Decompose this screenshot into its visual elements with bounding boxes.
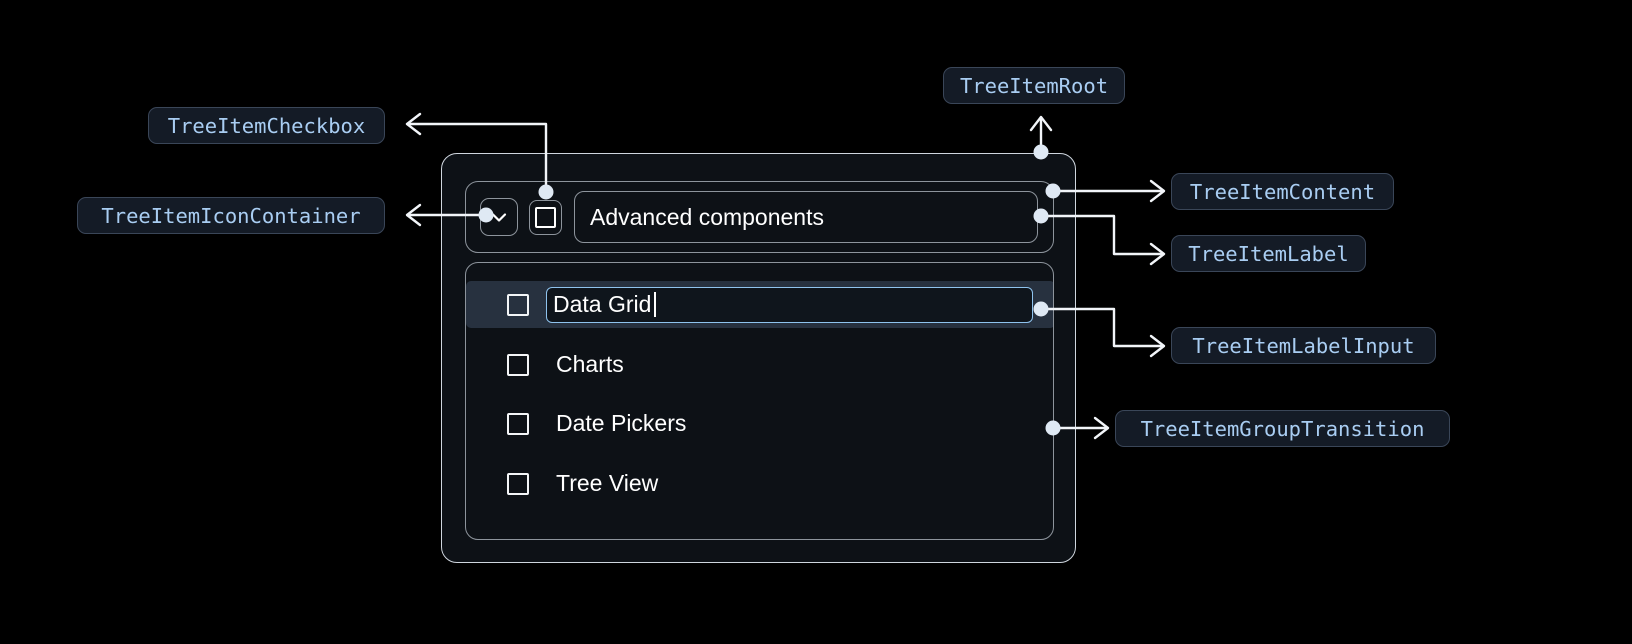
tree-item-label[interactable]: Date Pickers xyxy=(556,410,687,436)
arrowhead-tree-item-group-transition xyxy=(1093,416,1110,440)
annotation-chip-label: TreeItemRoot xyxy=(959,73,1109,98)
arrowhead-tree-item-label xyxy=(1149,242,1166,266)
list-item[interactable]: Date Pickers xyxy=(466,400,1053,447)
tree-item-label[interactable]: Advanced components xyxy=(574,191,1038,243)
tree-item-label-text: Advanced components xyxy=(590,203,824,230)
tree-item-checkbox[interactable] xyxy=(507,412,529,435)
annotation-chip-tree-item-icon-container: TreeItemIconContainer xyxy=(77,197,385,234)
tree-item-checkbox[interactable] xyxy=(507,353,529,376)
tree-item-checkbox[interactable] xyxy=(507,293,529,316)
tree-item-root[interactable]: Advanced components Data Grid Charts Dat… xyxy=(441,153,1076,563)
tree-item-label[interactable]: Tree View xyxy=(556,470,659,496)
annotation-chip-label: TreeItemLabel xyxy=(1188,241,1349,266)
tree-item-content[interactable]: Advanced components xyxy=(465,181,1054,253)
list-item[interactable]: Data Grid xyxy=(466,281,1053,328)
list-item[interactable]: Tree View xyxy=(466,460,1053,507)
arrowhead-tree-item-content xyxy=(1149,179,1166,203)
tree-item-checkbox[interactable] xyxy=(507,472,529,495)
tree-item-label-input[interactable]: Data Grid xyxy=(546,286,1033,323)
annotation-chip-tree-item-content: TreeItemContent xyxy=(1171,173,1394,210)
annotation-chip-tree-item-label: TreeItemLabel xyxy=(1171,235,1366,272)
tree-item-icon-container[interactable] xyxy=(480,198,518,236)
arrowhead-tree-item-icon-container xyxy=(405,203,422,227)
annotation-chip-tree-item-checkbox: TreeItemCheckbox xyxy=(148,107,385,144)
annotation-chip-label: TreeItemIconContainer xyxy=(101,203,361,228)
arrowhead-tree-item-checkbox xyxy=(405,112,422,136)
chevron-down-icon xyxy=(487,205,511,229)
arrowhead-tree-item-root xyxy=(1029,115,1053,132)
annotation-chip-label: TreeItemGroupTransition xyxy=(1140,416,1425,441)
tree-item-checkbox[interactable] xyxy=(529,199,562,235)
annotation-chip-tree-item-group-transition: TreeItemGroupTransition xyxy=(1115,410,1450,447)
annotation-chip-label: TreeItemCheckbox xyxy=(167,113,366,138)
annotation-chip-label: TreeItemContent xyxy=(1189,179,1376,204)
tree-item-group-transition: Data Grid Charts Date Pickers Tree View xyxy=(465,262,1054,540)
checkbox-square-icon xyxy=(535,206,556,228)
annotation-chip-tree-item-root: TreeItemRoot xyxy=(943,67,1125,104)
tree-item-label[interactable]: Charts xyxy=(556,351,624,377)
annotation-chip-tree-item-label-input: TreeItemLabelInput xyxy=(1171,327,1436,364)
annotation-chip-label: TreeItemLabelInput xyxy=(1192,333,1415,358)
tree-item-label-input-value: Data Grid xyxy=(553,291,652,317)
list-item[interactable]: Charts xyxy=(466,341,1053,388)
arrowhead-tree-item-label-input xyxy=(1149,334,1166,358)
text-caret xyxy=(654,292,657,317)
